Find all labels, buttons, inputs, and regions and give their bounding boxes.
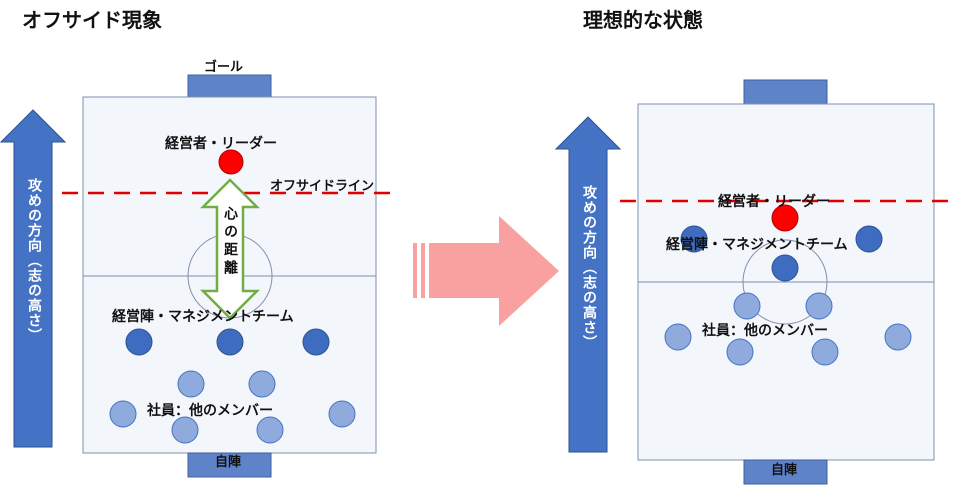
distance-double-arrow [199, 178, 261, 320]
right-pitch [637, 79, 935, 485]
left-own-goal [187, 452, 272, 478]
right-center-circle [742, 239, 828, 325]
left-management-player [216, 328, 244, 356]
right-title: 理想的な状態 [583, 8, 703, 32]
left-direction-label: 攻めの方向（志の高さ） [26, 178, 42, 343]
left-own-goal-label: 自陣 [215, 455, 242, 470]
left-goal-label: ゴール [204, 60, 244, 75]
right-direction-arrow [554, 116, 622, 453]
left-management-player [302, 328, 330, 356]
right-staff-player [884, 323, 912, 351]
left-staff-player [248, 370, 276, 398]
right-leader-player [771, 204, 799, 232]
left-staff-player [177, 370, 205, 398]
left-management-label: 経営陣・マネジメントチーム [112, 309, 294, 325]
offside-line-label: オフサイドライン [270, 179, 375, 194]
transition-arrow [413, 216, 559, 326]
left-staff-player [109, 400, 137, 428]
right-staff-player [726, 338, 754, 366]
left-staff-player [328, 400, 356, 428]
left-title: オフサイド現象 [22, 8, 162, 32]
right-staff-label: 社員：他のメンバー [702, 323, 828, 339]
right-management-player [680, 225, 708, 253]
right-staff-player [664, 323, 692, 351]
right-staff-player [733, 292, 761, 320]
right-own-goal [743, 459, 828, 485]
right-staff-player [805, 292, 833, 320]
left-staff-player [171, 416, 199, 444]
right-direction-label: 攻めの方向（志の高さ） [581, 185, 597, 350]
left-leader-label: 経営者・リーダー [165, 136, 277, 152]
distance-label: 心の距離 [222, 206, 238, 278]
right-management-player [855, 225, 883, 253]
right-management-label: 経営陣・マネジメントチーム [666, 237, 848, 253]
left-staff-player [256, 416, 284, 444]
right-goal [743, 79, 828, 105]
right-staff-player [811, 338, 839, 366]
right-leader-label: 経営者・リーダー [718, 194, 830, 210]
left-staff-label: 社員：他のメンバー [147, 403, 273, 419]
left-goal [187, 74, 272, 98]
left-direction-arrow [0, 109, 67, 448]
right-own-goal-label: 自陣 [771, 463, 798, 478]
right-management-player [771, 254, 799, 282]
left-management-player [125, 328, 153, 356]
left-leader-player [218, 149, 244, 175]
